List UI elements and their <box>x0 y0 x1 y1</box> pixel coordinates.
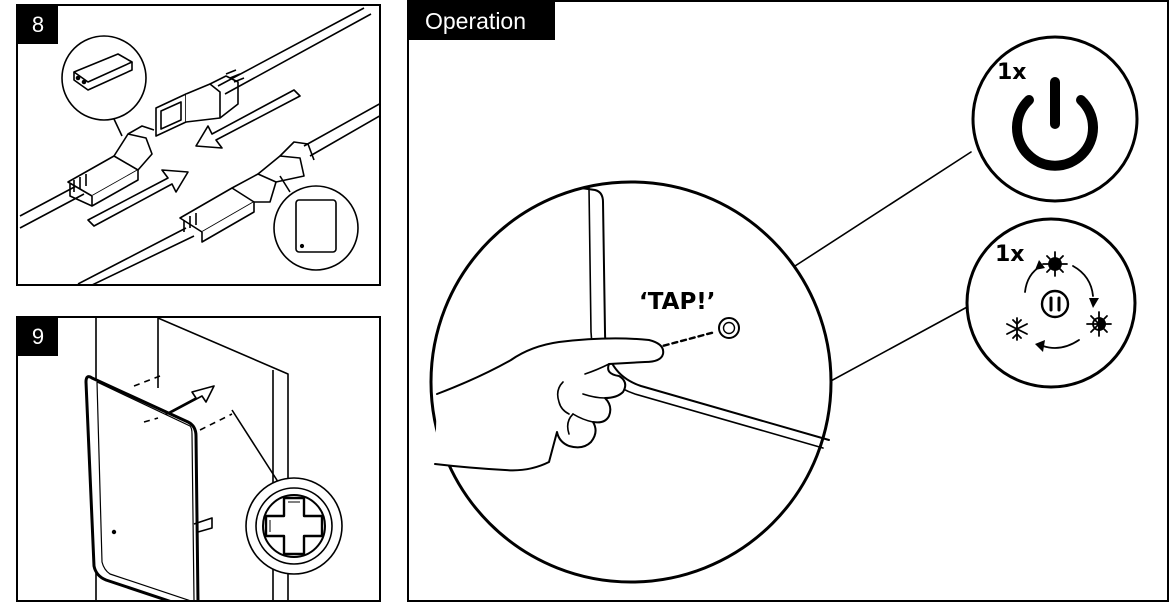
operation-panel: Operation <box>407 0 1169 602</box>
mode-press-count: 1x <box>995 242 1025 267</box>
power-circle <box>971 35 1139 203</box>
step-8-panel: 8 <box>16 4 381 286</box>
pause-icon <box>1040 289 1070 319</box>
magnified-mirror-detail <box>429 180 833 584</box>
power-icon <box>1012 95 1098 171</box>
left-connector <box>67 125 155 207</box>
insert-arrow-right <box>87 169 189 227</box>
screw-fixing-detail <box>245 477 343 575</box>
step-8-number: 8 <box>18 6 58 44</box>
insert-arrow-left <box>195 89 301 149</box>
mirror-detail-circle <box>273 175 359 271</box>
driver-detail-circle <box>61 35 147 137</box>
mounting-illustration <box>84 318 343 600</box>
right-connector <box>179 141 315 243</box>
mode-circle <box>965 217 1137 389</box>
plug-housing <box>155 69 245 137</box>
operation-title: Operation <box>409 2 555 40</box>
step-9-number: 9 <box>18 318 58 356</box>
mirror <box>84 375 213 600</box>
tap-label: ‘TAP!’ <box>639 289 716 315</box>
touch-sensor <box>718 317 740 339</box>
power-press-count: 1x <box>997 60 1027 85</box>
operation-illustration <box>429 35 1139 584</box>
step-9-panel: 9 <box>16 316 381 602</box>
push-arrow <box>165 385 215 415</box>
cold-light-icon <box>1006 317 1028 341</box>
hand <box>434 337 665 472</box>
neutral-light-icon <box>1086 311 1112 337</box>
warm-light-icon <box>1042 251 1068 277</box>
connector-illustration <box>19 7 379 284</box>
